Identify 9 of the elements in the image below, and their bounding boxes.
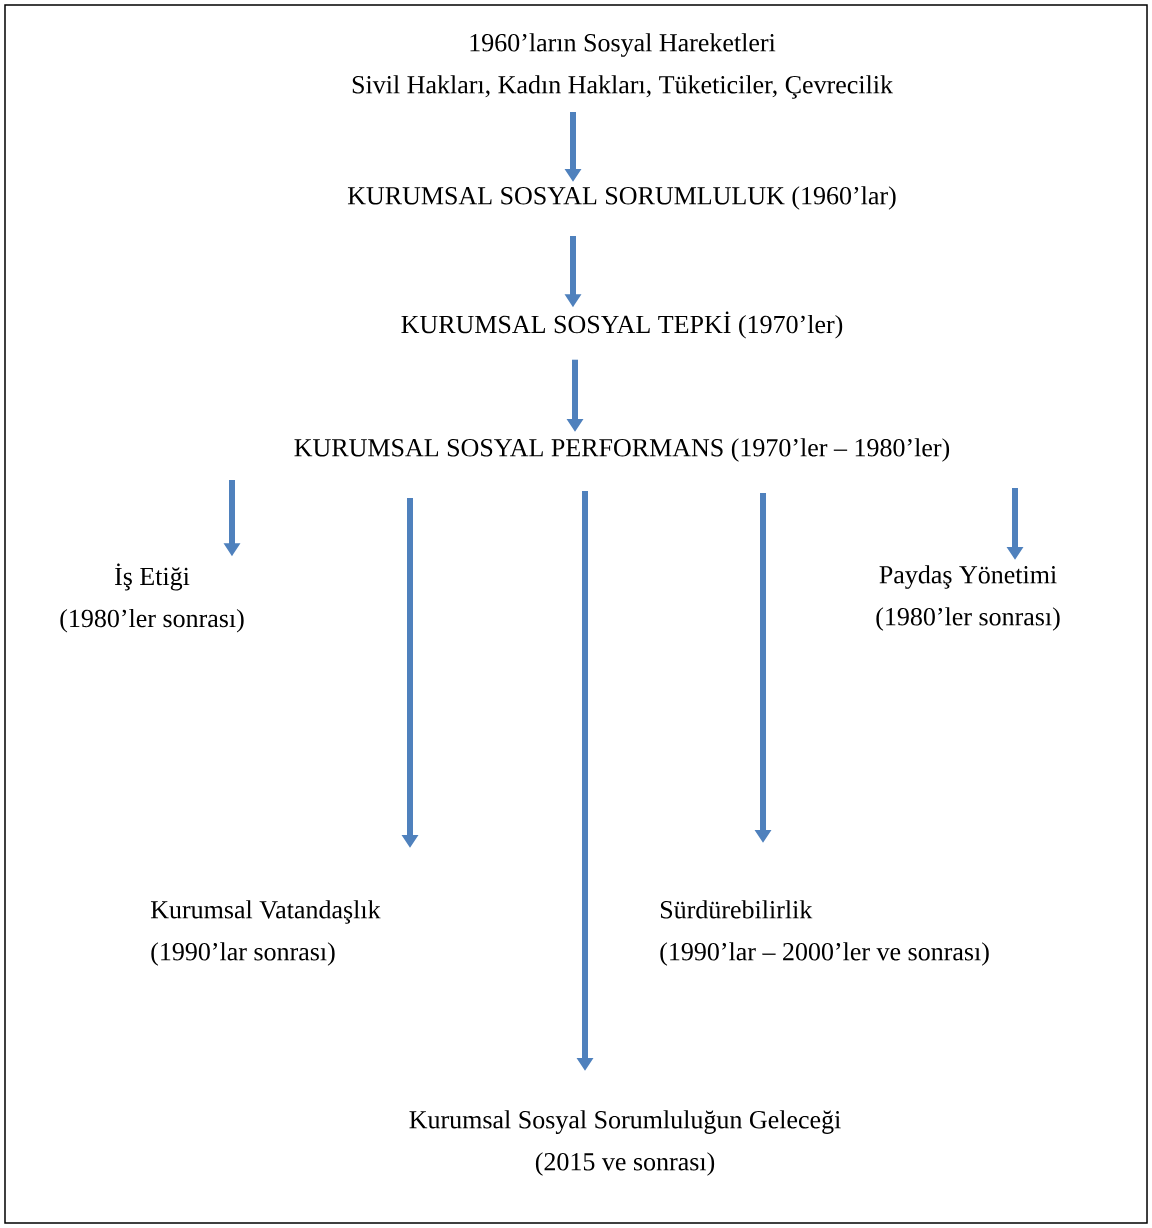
text-label: 1960’ların Sosyal Hareketleri Sivil Hakları, Kadın Hakları, Tüketiciler, Çevrecilik	[352, 33, 893, 99]
text-label: Paydaş Yönetimi (1980’ler sonrası)	[876, 565, 1060, 631]
text-label: Kurumsal Vatandaşlık (1990’lar sonrası)	[150, 900, 381, 966]
text-label: KURUMSAL SOSYAL TEPKİ (1970’ler)	[401, 311, 843, 339]
text-label: Kurumsal Sosyal Sorumluluğun Geleceği (2015 ve sonrası)	[409, 1110, 841, 1176]
text-label: KURUMSAL SOSYAL PERFORMANS (1970’ler – 1980’ler)	[294, 438, 950, 462]
text-label: KURUMSAL SOSYAL SORUMLULUK (1960’lar)	[347, 186, 896, 210]
text-label: İş Etiği (1980’ler sonrası)	[60, 563, 244, 633]
text-label: Sürdürebilirlik (1990’lar – 2000’ler ve sonrası)	[660, 900, 989, 966]
